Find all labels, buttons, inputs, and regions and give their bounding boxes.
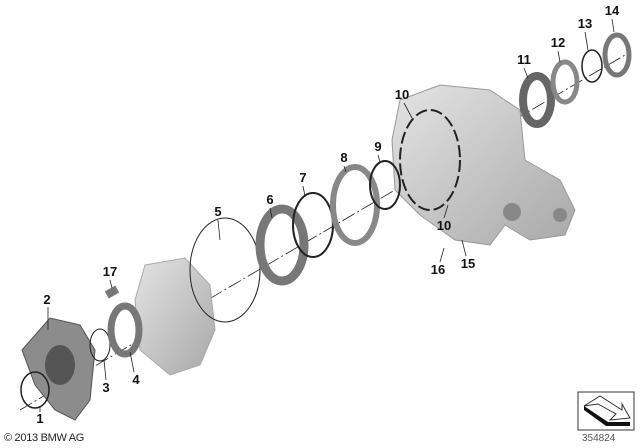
label-10-bottom: 10 [436,218,452,233]
gasket-10 [399,109,461,211]
label-1: 1 [36,411,44,426]
label-6: 6 [266,192,274,207]
label-14: 14 [604,3,620,18]
diagram-number: 354824 [582,433,616,444]
arrow-down-right-icon [577,391,635,431]
ring-14 [602,32,632,78]
gearbox-housing [391,84,576,246]
label-8: 8 [340,150,348,165]
label-5: 5 [214,204,222,219]
label-10-top: 10 [394,87,410,102]
label-9: 9 [374,139,382,154]
label-12: 12 [550,35,566,50]
label-3: 3 [102,380,110,395]
ring-1 [20,371,50,409]
ring-13 [581,49,603,83]
ring-12 [550,59,580,105]
label-2: 2 [43,292,51,307]
bolt-17 [104,285,120,299]
ring-9 [369,160,401,210]
label-7: 7 [299,170,307,185]
bearing-6 [255,204,309,286]
ring-3 [89,328,111,362]
seal-4 [107,302,143,358]
bearing-11 [519,72,555,128]
ring-7 [292,192,334,258]
label-16: 16 [430,262,446,277]
label-11: 11 [517,52,531,67]
label-13: 13 [577,16,593,31]
copyright: © 2013 BMW AG [4,432,85,444]
label-4: 4 [132,372,140,387]
label-17: 17 [102,264,118,279]
label-15: 15 [460,256,476,271]
oring-5 [189,217,261,323]
cover-flange [134,257,216,376]
